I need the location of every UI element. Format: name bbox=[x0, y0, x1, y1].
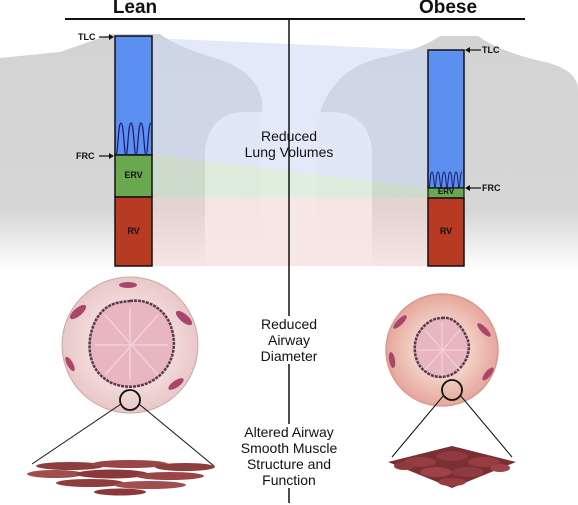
smooth-muscle-line-2: Smooth Muscle bbox=[240, 440, 338, 456]
erv-shift-band bbox=[152, 155, 428, 198]
lean-tlc-label: TLC bbox=[78, 32, 96, 42]
lean-volume-column bbox=[114, 35, 153, 267]
reduced-airway-diameter-label: Reduced Airway Diameter bbox=[239, 316, 339, 364]
obese-tlc-arrow bbox=[465, 47, 481, 53]
airway-diameter-line-2: Airway bbox=[267, 332, 310, 348]
obese-rv-segment bbox=[427, 197, 465, 267]
rv-shift-band bbox=[152, 197, 428, 266]
lean-frc-label: FRC bbox=[76, 151, 95, 161]
smooth-muscle-line-4: Function bbox=[262, 472, 316, 488]
lean-rv-segment bbox=[114, 196, 153, 267]
obese-smooth-muscle-cells bbox=[388, 446, 516, 488]
lean-frc-arrow bbox=[99, 153, 114, 159]
obese-header: Obese bbox=[418, 0, 478, 18]
airway-diameter-line-3: Diameter bbox=[260, 348, 318, 364]
altered-smooth-muscle-label: Altered Airway Smooth Muscle Structure a… bbox=[219, 424, 359, 488]
lean-tidal-breathing-wave bbox=[115, 122, 152, 156]
lean-magnifier bbox=[31, 389, 215, 467]
lean-smooth-muscle-cells bbox=[27, 460, 215, 496]
lean-header: Lean bbox=[112, 0, 158, 18]
lung-volumes-line-1: Reduced bbox=[260, 128, 318, 144]
obese-magnifier bbox=[391, 379, 513, 458]
obese-tlc-label: TLC bbox=[482, 45, 500, 55]
obese-tlc-segment bbox=[427, 49, 465, 189]
obese-frc-label: FRC bbox=[482, 183, 501, 193]
obese-erv-label: ERV bbox=[437, 187, 455, 196]
lean-tlc-arrow bbox=[99, 34, 114, 40]
reduced-lung-volumes-label: Reduced Lung Volumes bbox=[219, 128, 359, 160]
lean-airway-cross-section bbox=[61, 276, 199, 414]
obese-frc-arrow bbox=[465, 185, 481, 191]
obese-rv-label: RV bbox=[439, 226, 453, 236]
obese-airway-cross-section bbox=[385, 293, 499, 407]
obese-tidal-breathing-wave bbox=[428, 171, 463, 189]
lean-erv-label: ERV bbox=[124, 170, 143, 180]
lean-rv-label: RV bbox=[127, 226, 140, 236]
airway-diameter-line-1: Reduced bbox=[260, 316, 318, 332]
obese-volume-column bbox=[427, 49, 465, 267]
lung-volumes-line-2: Lung Volumes bbox=[244, 144, 334, 160]
tlc-shift-band bbox=[152, 38, 428, 188]
smooth-muscle-line-3: Structure and bbox=[246, 456, 332, 472]
smooth-muscle-line-1: Altered Airway bbox=[244, 424, 334, 440]
